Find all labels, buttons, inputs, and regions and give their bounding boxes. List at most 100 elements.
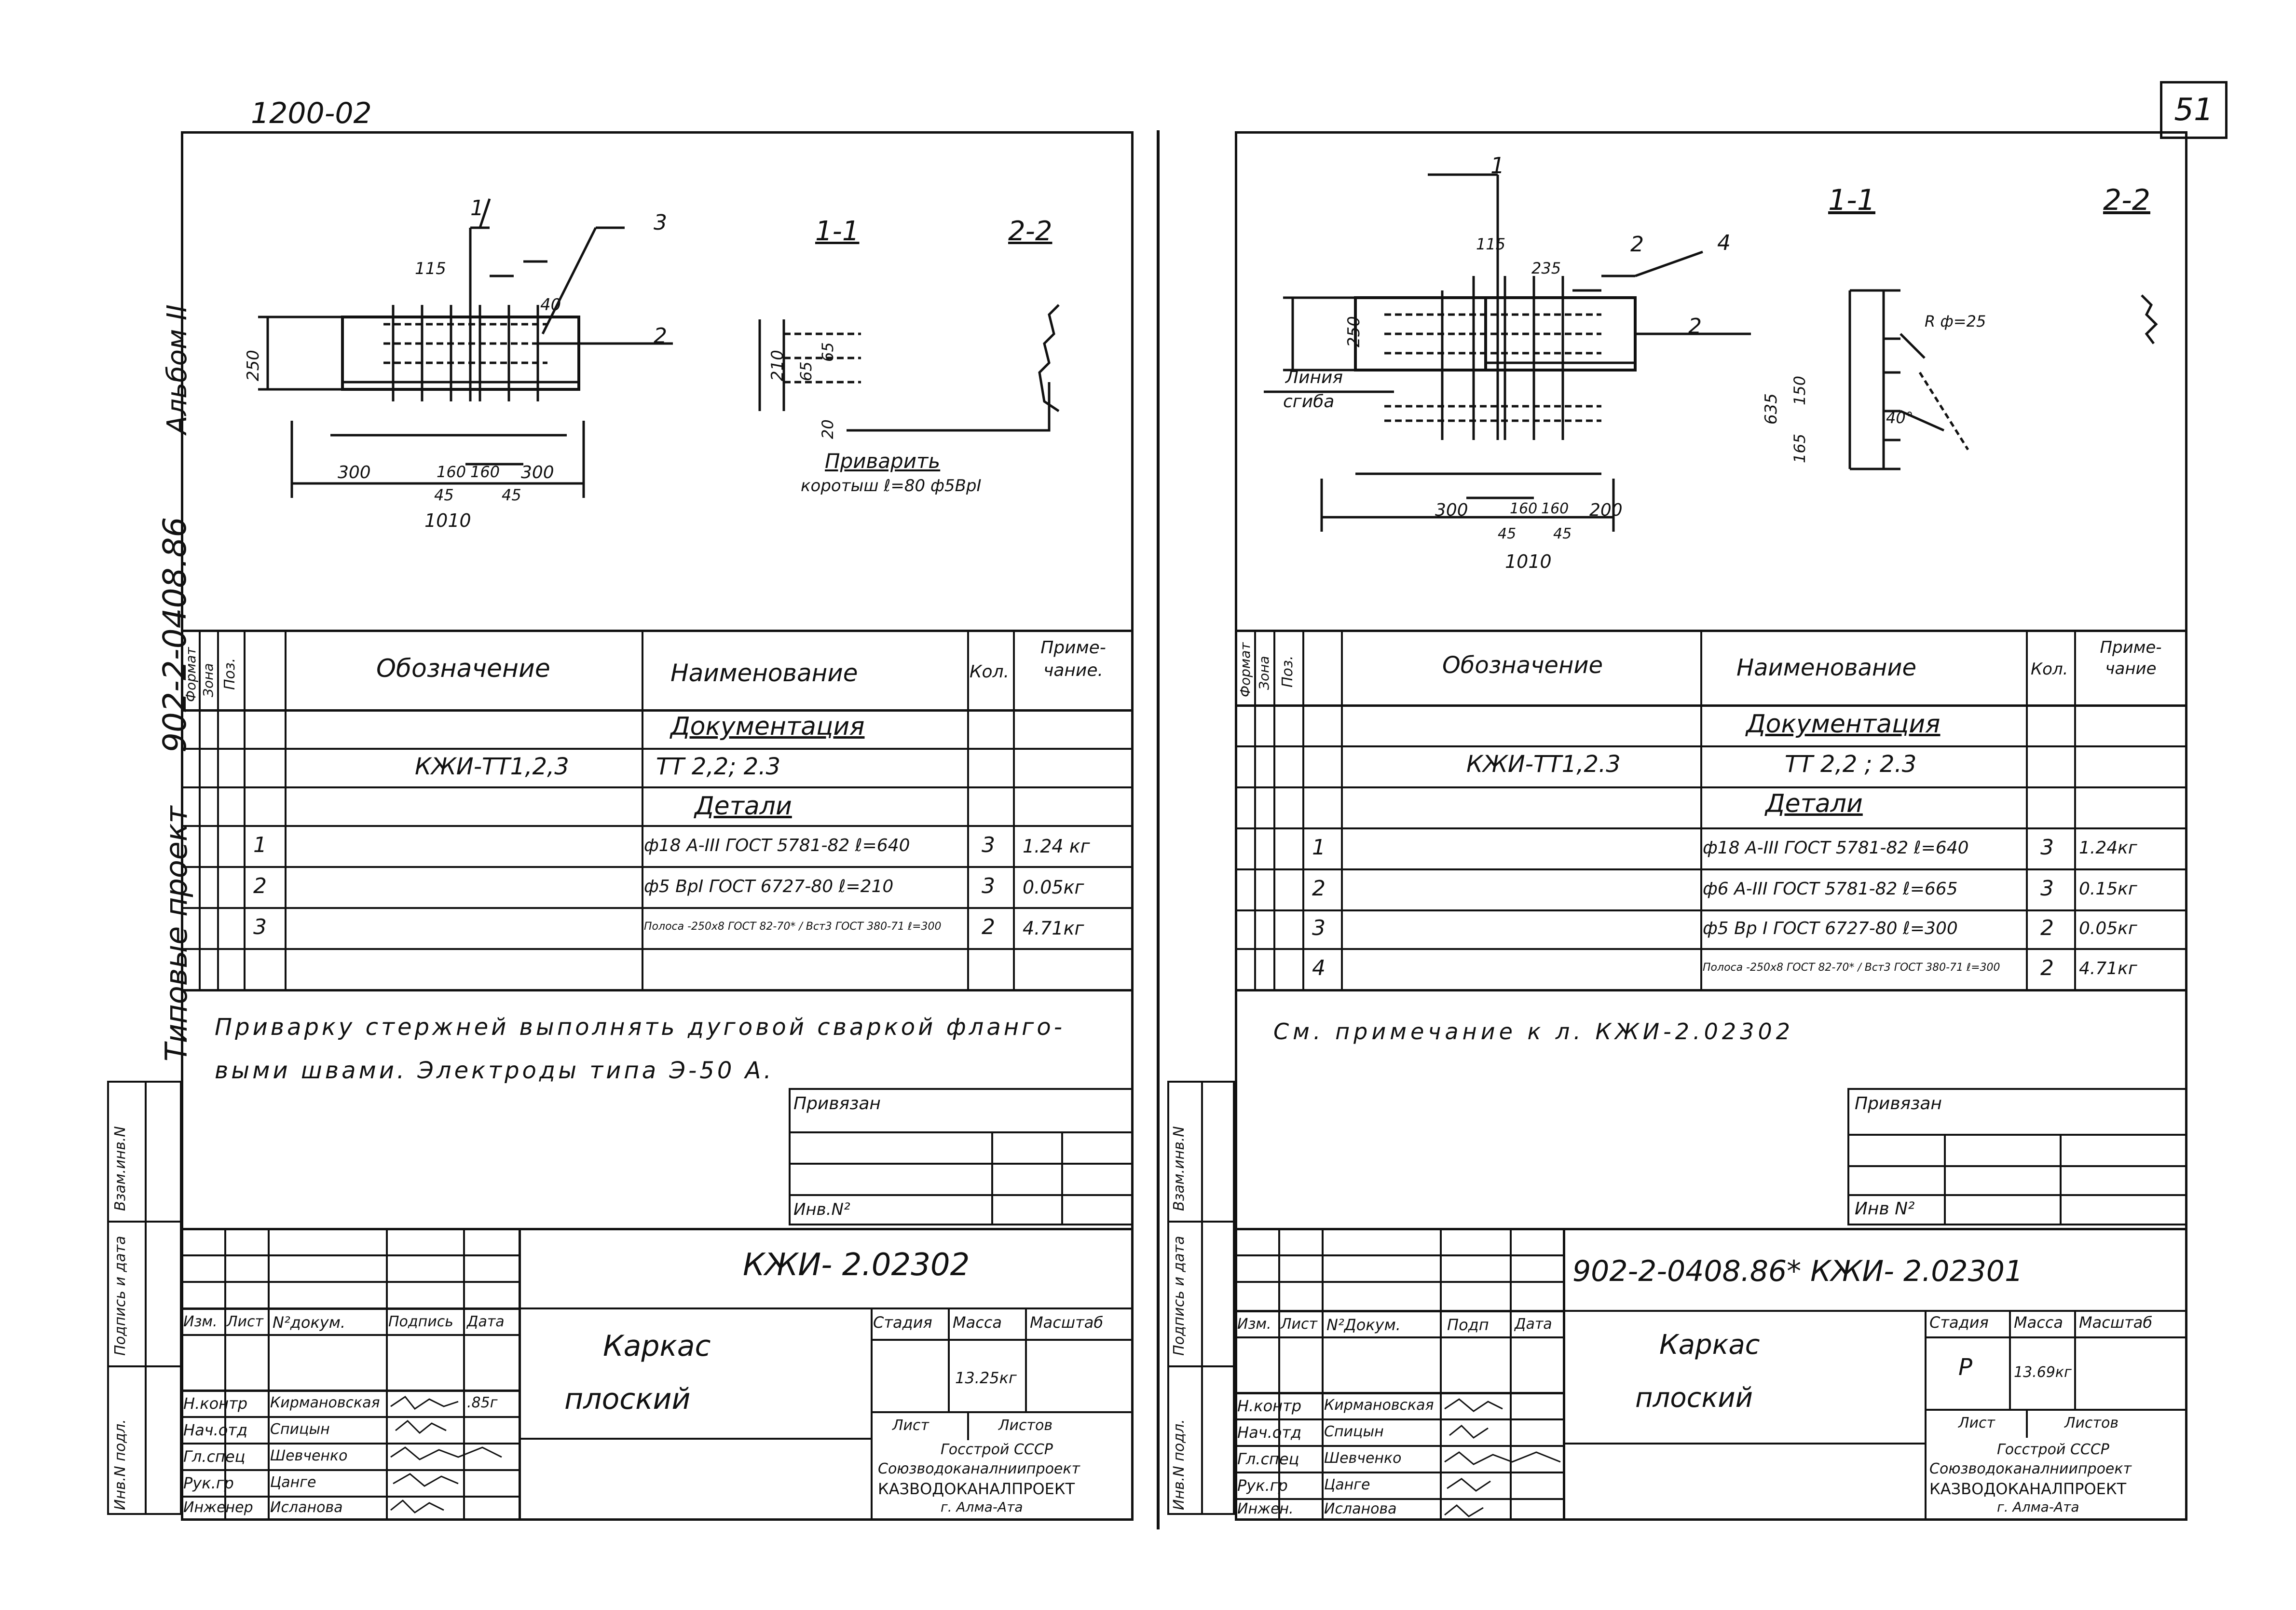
left-sect-210: 210	[768, 350, 787, 381]
left-stamp-role-1: Н.контр	[183, 1394, 248, 1413]
right-stamp-name-3: Шевченко	[1324, 1450, 1402, 1467]
right-org-line1: Госстрой СССР	[1997, 1441, 2109, 1458]
margin-label-repl: Взам.инв.N	[112, 1126, 129, 1211]
left-dim-115: 115	[415, 259, 446, 278]
left-row3-note: 4.71кг	[1023, 918, 1084, 939]
right-row4-note: 4.71кг	[2079, 959, 2137, 978]
left-stamp-role-4: Рук.гр	[183, 1474, 234, 1492]
right-stamp-role-5: Инжен.	[1237, 1500, 1294, 1517]
right-dim-160a: 160	[1510, 500, 1538, 517]
left-sect-65a: 65	[797, 361, 815, 381]
right-row1-name: ф18 А-III ГОСТ 5781-82 ℓ=640	[1703, 838, 1969, 858]
right-stamp-role-2: Нач.отд	[1237, 1423, 1302, 1442]
left-note-weld: Приварить	[825, 449, 941, 473]
left-dim-250: 250	[244, 350, 263, 381]
sheet-divider	[1157, 130, 1160, 1529]
right-signatures	[1444, 1398, 1561, 1517]
right-angle: 40°	[1886, 409, 1913, 427]
left-sheet-label: Лист	[892, 1417, 929, 1434]
right-stamp-h-list: Лист	[1281, 1316, 1318, 1333]
right-stamp-role-1: Н.контр	[1237, 1397, 1302, 1415]
right-dim-45b: 45	[1553, 525, 1572, 542]
left-org-line4: г. Алма-Ата	[941, 1499, 1023, 1515]
left-stamp-h-sign: Подпись	[388, 1313, 453, 1330]
left-bound-label: Привязан	[793, 1094, 881, 1114]
left-hdr-qty: Кол.	[970, 662, 1010, 682]
right-sect-635: 635	[1762, 393, 1781, 425]
left-org-line2: Союзводоканалниипроект	[878, 1460, 1080, 1477]
right-hdr-zone: Зона	[1256, 656, 1272, 690]
margin-label-inv-2: Инв.N подл.	[1171, 1419, 1188, 1510]
right-bound-label: Привязан	[1855, 1094, 1942, 1114]
left-row1-note: 1.24 кг	[1023, 836, 1090, 857]
right-row1-note: 1.24кг	[2079, 838, 2137, 858]
right-section-parts: Детали	[1765, 789, 1863, 818]
left-dim-160b: 160	[470, 463, 500, 481]
margin-label-inv: Инв.N подл.	[112, 1419, 129, 1510]
right-stamp-h-sign: Подп	[1447, 1316, 1489, 1334]
left-row2-note: 0.05кг	[1023, 877, 1084, 898]
left-mass-label: Масса	[953, 1313, 1002, 1332]
right-row2-note: 0.15кг	[2079, 879, 2137, 899]
right-section-1-title: 1-1	[1828, 183, 1875, 217]
left-dim-45b: 45	[502, 486, 521, 504]
right-dim-235: 235	[1531, 259, 1561, 277]
right-stage-value: Р	[1958, 1354, 1972, 1381]
right-stamp-name-4: Цанге	[1324, 1476, 1370, 1493]
left-stamp-role-5: Инженер	[183, 1499, 253, 1516]
right-line-label-1: Линия	[1285, 368, 1343, 387]
left-dim-160a: 160	[437, 463, 466, 481]
left-section-1-title: 1-1	[815, 216, 860, 247]
right-row4-name: Полоса -250х8 ГОСТ 82-70* / Вст3 ГОСТ 38…	[1703, 963, 2000, 973]
right-doc-name: ТТ 2,2 ; 2.3	[1785, 751, 1917, 778]
right-scale-label: Масштаб	[2079, 1313, 2153, 1332]
left-inv-label: Инв.N²	[793, 1200, 850, 1219]
left-sheets-label: Листов	[998, 1417, 1053, 1434]
left-stamp-name-5: Исланова	[270, 1499, 343, 1516]
left-doc-name: ТТ 2,2; 2.3	[656, 753, 780, 780]
right-hdr-note: Приме- чание	[2100, 638, 2162, 679]
right-row3-note: 0.05кг	[2079, 919, 2137, 938]
margin-label-repl-2: Взам.инв.N	[1171, 1126, 1188, 1211]
left-stamp-name-3: Шевченко	[270, 1447, 348, 1464]
left-row2-name: ф5 ВрI ГОСТ 6727-80 ℓ=210	[644, 877, 894, 896]
right-section-2-title: 2-2	[2103, 183, 2150, 217]
right-row2-qty: 3	[2040, 876, 2054, 901]
right-row3-name: ф5 Вр I ГОСТ 6727-80 ℓ=300	[1703, 919, 1958, 938]
left-dim-45a: 45	[434, 486, 454, 504]
left-callout-1: 1	[470, 196, 484, 220]
right-stamp-h-izm: Изм.	[1237, 1316, 1271, 1333]
right-stamp-name-2: Спицын	[1324, 1423, 1384, 1440]
left-title-line2: плоский	[564, 1382, 691, 1416]
left-sect-20: 20	[819, 419, 837, 439]
right-radius: R ф=25	[1925, 312, 1986, 330]
right-mass-value: 13.69кг	[2014, 1364, 2072, 1381]
right-dim-115: 115	[1476, 235, 1506, 253]
right-dim-200: 200	[1589, 500, 1623, 520]
right-bound-block	[1847, 1088, 2187, 1225]
left-stamp-h-date: Дата	[467, 1313, 505, 1330]
left-stamp-role-2: Нач.отд	[183, 1421, 248, 1439]
left-callout-2: 2	[654, 324, 667, 348]
right-line-label-2: сгиба	[1283, 392, 1335, 412]
right-title-line2: плоский	[1635, 1382, 1753, 1414]
right-dim-45a: 45	[1498, 525, 1517, 542]
left-row3-name: Полоса -250х8 ГОСТ 82-70* / Вст3 ГОСТ 38…	[644, 922, 942, 932]
left-stamp-role-3: Гл.спец	[183, 1447, 246, 1466]
right-row2-name: ф6 А-III ГОСТ 5781-82 ℓ=665	[1703, 879, 1958, 899]
left-mass-value: 13.25кг	[955, 1369, 1017, 1387]
left-row2-pos: 2	[253, 874, 267, 898]
left-drawing	[258, 198, 1060, 498]
top-code: 1200-02	[251, 96, 372, 130]
right-row1-qty: 3	[2040, 835, 2054, 860]
left-dim-40: 40	[540, 295, 561, 315]
right-note-line1: См. примечание к л. КЖИ-2.02302	[1273, 1018, 1794, 1045]
left-hdr-zone: Зона	[200, 663, 216, 697]
right-row4-qty: 2	[2040, 956, 2054, 980]
right-sect-150: 150	[1790, 375, 1809, 405]
left-dim-300b: 300	[521, 463, 554, 482]
left-stamp-h-izm: Изм.	[183, 1313, 218, 1330]
right-title-line1: Каркас	[1659, 1329, 1760, 1361]
right-dim-1010: 1010	[1505, 551, 1552, 572]
right-section-docs: Документация	[1746, 710, 1941, 739]
